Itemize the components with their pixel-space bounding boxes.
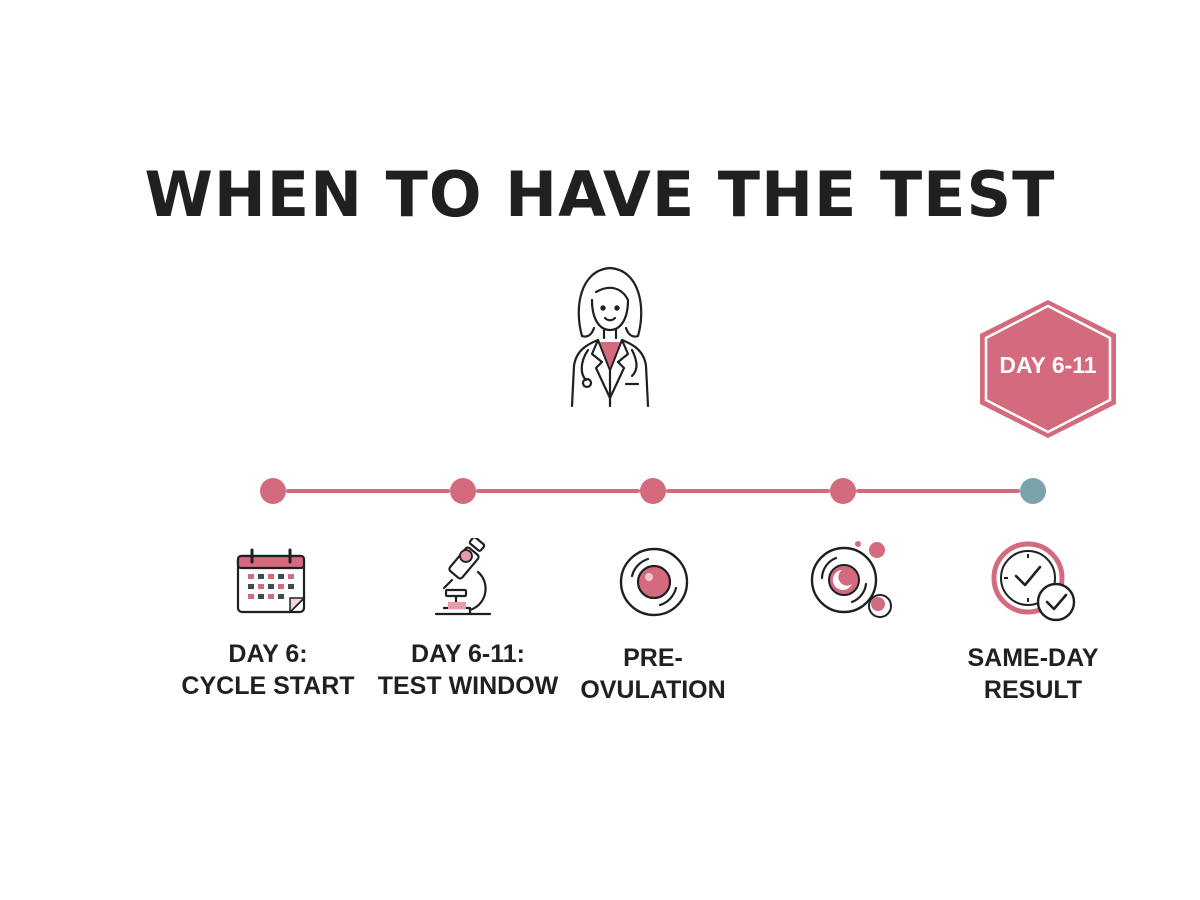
timeline-dot-5 — [1020, 478, 1046, 504]
step-label-line: CYCLE START — [181, 672, 355, 700]
day-badge-hexagon — [980, 300, 1116, 438]
timeline-dot-3 — [640, 478, 666, 504]
doctor-icon — [570, 266, 650, 408]
microscope-icon — [434, 538, 492, 616]
day-badge-label: DAY 6-11 — [999, 352, 1097, 378]
page-title: WHEN TO HAVE THE TEST — [144, 158, 1056, 231]
timeline-dot-2 — [450, 478, 476, 504]
clock-check-icon — [991, 541, 1076, 622]
cells-icon — [810, 541, 892, 618]
egg-cell-icon — [619, 547, 689, 617]
step-label-2: DAY 6-11: TEST WINDOW — [368, 638, 568, 702]
step-label-5: SAME-DAY RESULT — [933, 642, 1133, 706]
timeline-dot-4 — [830, 478, 856, 504]
step-label-line: TEST WINDOW — [377, 672, 559, 700]
calendar-icon — [236, 548, 306, 614]
step-label-line: DAY 6-11: — [411, 640, 525, 668]
timeline — [260, 478, 1046, 504]
step-label-1: DAY 6: CYCLE START — [168, 638, 368, 702]
step-label-line: SAME-DAY — [967, 644, 1099, 672]
timeline-dot-1 — [260, 478, 286, 504]
step-label-line: RESULT — [983, 676, 1083, 704]
step-label-line: DAY 6: — [228, 640, 308, 668]
step-label-3: PRE- OVULATION — [553, 642, 753, 706]
step-label-line: OVULATION — [580, 676, 726, 704]
step-label-line: PRE- — [623, 644, 683, 672]
